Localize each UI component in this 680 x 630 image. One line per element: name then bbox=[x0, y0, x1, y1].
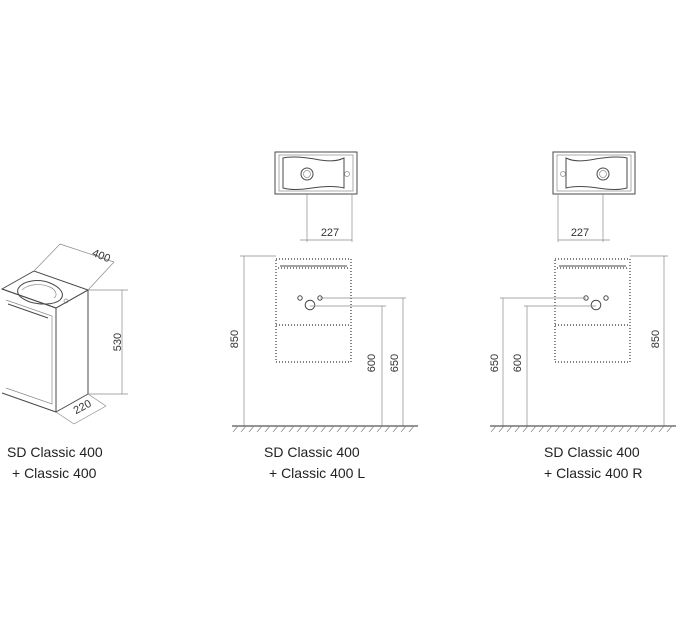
dim-top: 227 bbox=[321, 227, 339, 239]
isometric-view: 400 530 220 SD Classic 400 + Classic 400 bbox=[0, 243, 128, 481]
caption-line-1: SD Classic 400 bbox=[544, 444, 640, 460]
dim-top: 227 bbox=[571, 227, 589, 239]
waste-fitting bbox=[590, 299, 602, 311]
dim-total: 850 bbox=[229, 330, 241, 348]
caption-line-1: SD Classic 400 bbox=[7, 444, 103, 460]
dim-mid-1: 600 bbox=[366, 354, 378, 372]
dim-mid-2: 650 bbox=[389, 354, 401, 372]
cabinet-front bbox=[554, 258, 631, 363]
dim-left-2: 600 bbox=[512, 354, 524, 372]
dim-depth: 220 bbox=[72, 398, 94, 417]
elevation-view-left: 227 850 600 650 SD Classic 400 + Classic… bbox=[229, 151, 418, 481]
cabinet-front bbox=[275, 258, 352, 363]
caption-line-2: + Classic 400 bbox=[12, 465, 97, 481]
basin-top-view bbox=[274, 151, 358, 195]
caption-line-1: SD Classic 400 bbox=[264, 444, 360, 460]
dim-left-1: 650 bbox=[489, 354, 501, 372]
caption-line-2: + Classic 400 L bbox=[269, 465, 365, 481]
cabinet-3d bbox=[0, 270, 90, 413]
dim-width: 400 bbox=[90, 247, 112, 265]
water-inlet-right bbox=[603, 295, 609, 301]
elevation-view-right: 227 650 600 850 SD Classic 400 + Classic… bbox=[489, 151, 676, 481]
dim-height: 530 bbox=[112, 333, 124, 351]
waste-fitting bbox=[304, 299, 316, 311]
floor-line bbox=[490, 425, 676, 433]
basin-top-view bbox=[552, 151, 636, 195]
caption-line-2: + Classic 400 R bbox=[544, 465, 642, 481]
dimension-lines-iso bbox=[33, 243, 128, 425]
water-inlet-left bbox=[297, 295, 303, 301]
floor-line bbox=[232, 425, 418, 433]
dim-total: 850 bbox=[650, 330, 662, 348]
